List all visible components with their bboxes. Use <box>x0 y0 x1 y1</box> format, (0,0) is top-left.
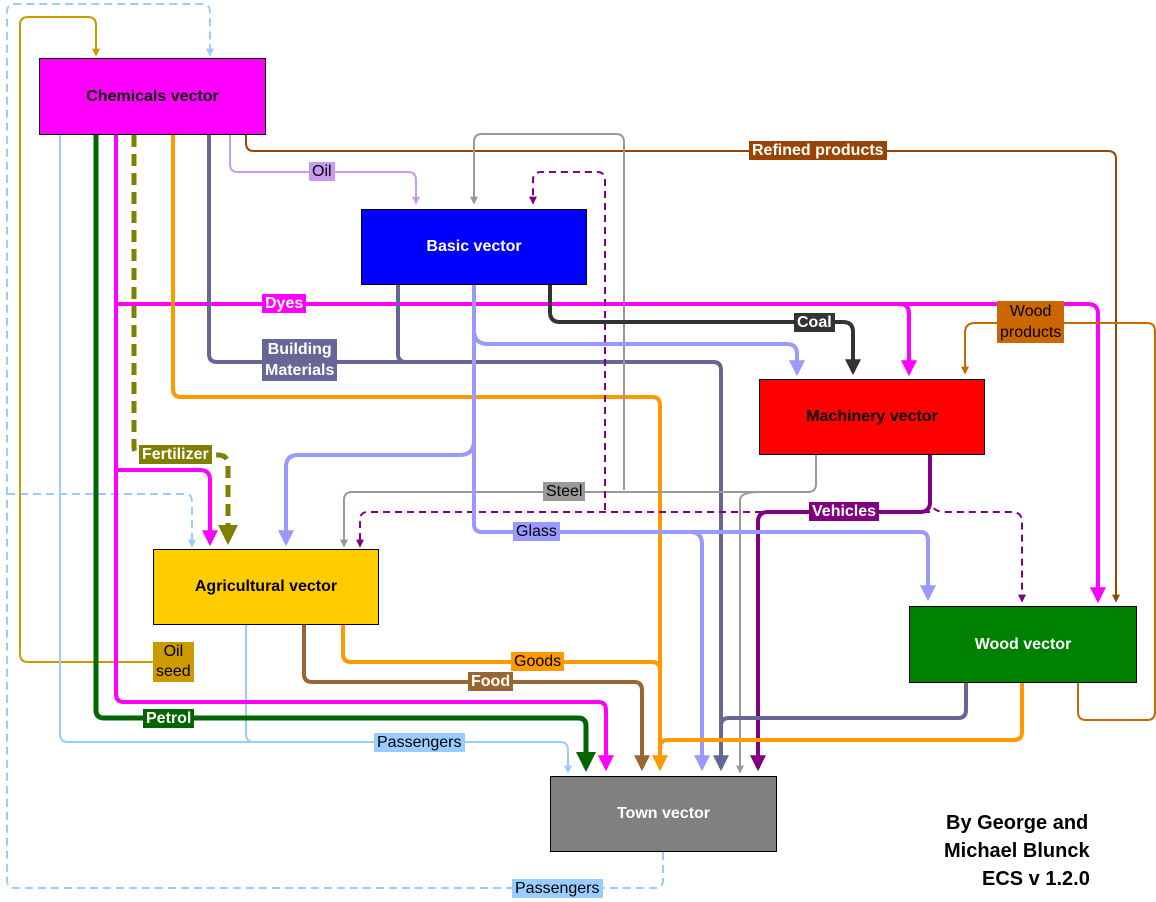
machinery-vector-box: Machinery vector <box>759 379 985 455</box>
coal-line <box>548 285 861 376</box>
goods-label: Goods <box>511 652 565 671</box>
dyes-label: Dyes <box>262 294 307 313</box>
coal-label: Coal <box>794 313 835 332</box>
wood-vector-box: Wood vector <box>909 606 1137 683</box>
glass-to-agricultural-line <box>278 439 476 547</box>
dyes-line <box>114 135 614 772</box>
dyes-to-agricultural-line <box>116 468 218 547</box>
wood-products-line <box>961 322 1156 721</box>
credit-line-2: Michael Blunck <box>944 840 1090 862</box>
vehicles-to-agricultural-dashed-line <box>356 511 930 548</box>
glass-label: Glass <box>513 522 560 541</box>
dyes-to-machinery-line <box>899 302 917 377</box>
building-materials-label-line1: Building <box>267 341 332 358</box>
building-materials-line <box>207 135 729 772</box>
town-vector-box: Town vector <box>550 776 777 852</box>
oil-seed-label-line2: seed <box>156 663 191 680</box>
oil-seed-label: Oil seed <box>153 642 194 682</box>
oil-label: Oil <box>309 162 335 181</box>
agricultural-vector-box: Agricultural vector <box>153 549 379 625</box>
petrol-label: Petrol <box>143 709 195 728</box>
fertilizer-label: Fertilizer <box>139 445 212 464</box>
refined-products-line <box>245 135 1120 603</box>
wood-products-label: Wood products <box>997 301 1065 343</box>
town-vector-label: Town vector <box>616 805 711 822</box>
machinery-vector-label: Machinery vector <box>806 408 938 425</box>
passengers-outer-loop-line <box>6 3 664 889</box>
food-line <box>302 625 650 772</box>
building-materials-wood-line <box>719 683 968 727</box>
steel-loop-line <box>470 133 625 490</box>
passengers-label: Passengers <box>374 733 465 752</box>
vehicles-dashed-line <box>929 496 1026 603</box>
building-materials-label: Building Materials <box>262 339 338 381</box>
steel-label: Steel <box>543 482 586 501</box>
agricultural-vector-label: Agricultural vector <box>194 578 338 595</box>
vehicles-dashed-loop-line <box>529 171 606 510</box>
basic-vector-box: Basic vector <box>361 209 587 285</box>
building-materials-basic-line <box>396 285 407 364</box>
glass-to-machinery-line <box>472 329 805 377</box>
wood-products-label-line1: Wood <box>1009 303 1052 320</box>
glass-to-town-line <box>689 530 710 772</box>
dyes-to-wood-line <box>116 302 1106 604</box>
fertilizer-line <box>131 135 238 545</box>
goods-agricultural-line <box>341 625 662 671</box>
chemicals-vector-label: Chemicals vector <box>86 87 219 105</box>
food-label: Food <box>468 672 514 691</box>
refined-products-label: Refined products <box>749 141 887 160</box>
goods-wood-line <box>658 683 1024 749</box>
glass-line <box>472 285 936 602</box>
credit-line-1: By George and <box>946 812 1089 834</box>
chemicals-vector-box: Chemicals vector <box>39 58 266 135</box>
credit-line-3: ECS v 1.2.0 <box>982 868 1090 890</box>
basic-vector-label: Basic vector <box>426 238 522 255</box>
goods-chemicals-to-town-line <box>171 135 668 772</box>
oil-seed-label-line1: Oil <box>163 643 184 660</box>
oil-seed-line <box>19 16 160 663</box>
passengers-bottom-label: Passengers <box>512 879 603 898</box>
wood-vector-label: Wood vector <box>974 635 1072 653</box>
vehicles-label: Vehicles <box>809 502 880 521</box>
steel-to-town-line <box>736 491 761 774</box>
wood-products-label-line2: products <box>1000 324 1062 341</box>
building-materials-label-line2: Materials <box>265 362 335 379</box>
passengers-to-agricultural-line <box>7 493 196 548</box>
passengers-agricultural-to-town-line <box>245 625 560 743</box>
petrol-line <box>93 135 596 772</box>
